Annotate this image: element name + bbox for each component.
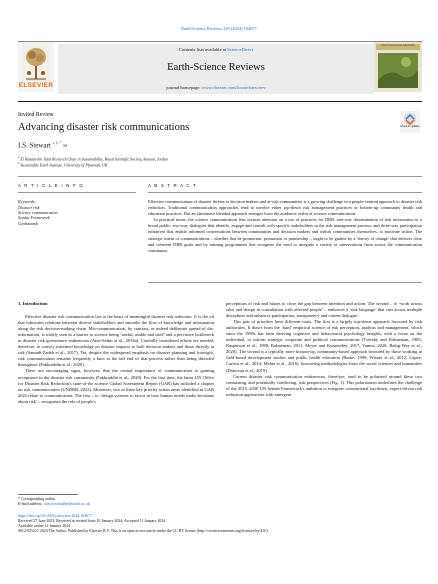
doi-link[interactable]: https://doi.org/10.1016/j.earscirev.2024… (18, 513, 92, 518)
elsevier-tree-icon (23, 45, 49, 81)
keyword: Geohazards (18, 220, 39, 226)
author-line: I.S. Stewart a, b, * ✉ (18, 141, 67, 149)
body-paragraph: This pair of priorities have different r… (226, 319, 422, 373)
available-online: Available online 12 January 2024 (18, 524, 71, 529)
email-line: E-mail address: iain.stewart@plymouth.ac… (18, 502, 418, 507)
sciencedirect-link[interactable]: ScienceDirect (227, 47, 253, 52)
divider (18, 176, 422, 177)
article-info-heading: A R T I C L E I N F O (18, 183, 84, 188)
abstract-paragraph: In practical terms, the science communic… (148, 217, 422, 253)
article-type: Invited Review (18, 112, 54, 118)
body-column-left: 1. Introduction Effective disaster risk … (18, 301, 214, 405)
affiliation-b: b Sustainable Earth Institute, Universit… (18, 161, 108, 168)
corresponding-author-note: * Corresponding author. (18, 497, 56, 501)
body-paragraph: There are encouraging signs, however, th… (18, 368, 214, 404)
crossmark-label: Check for updates (400, 125, 420, 128)
journal-header-box: Contents lists available at ScienceDirec… (58, 44, 374, 94)
homepage-line: journal homepage: www.elsevier.com/locat… (58, 85, 374, 90)
keywords-label: Keywords: (18, 199, 36, 204)
keyword: Disaster risk (18, 205, 40, 210)
header-rule (18, 101, 422, 102)
divider (148, 192, 422, 193)
author-name: I.S. Stewart (18, 141, 51, 150)
contents-prefix: Contents lists available at (179, 47, 227, 52)
affiliation-mark: b (18, 161, 20, 165)
homepage-prefix: journal homepage: (166, 85, 201, 90)
contents-line: Contents lists available at ScienceDirec… (58, 47, 374, 52)
article-title: Advancing disaster risk communications (18, 122, 190, 133)
email-label: E-mail address: (18, 502, 43, 507)
divider (18, 192, 136, 193)
publisher-logo[interactable]: ELSEVIER (18, 42, 54, 92)
journal-cover-thumbnail[interactable] (374, 42, 422, 92)
affiliation-text: El Hassan bin Talal Research Chair in Su… (20, 157, 168, 162)
body-paragraph: Current disaster risk communication ende… (226, 373, 422, 397)
publisher-logo-text: ELSEVIER (18, 82, 54, 89)
footnotes: * Corresponding author. E-mail address: … (18, 497, 418, 535)
keyword: Science communication (18, 210, 58, 216)
affiliation-text: Sustainable Earth Institute, University … (20, 163, 108, 168)
body-column-right: perceptions of risk and biases to close … (226, 301, 422, 398)
crossmark-icon[interactable] (400, 111, 420, 133)
article-history: Received 27 June 2023; Received in revis… (18, 518, 166, 523)
author-email-link[interactable]: iain.stewart@plymouth.ac.uk (43, 502, 90, 507)
license-line: 0012-8252/© 2024 The Author. Published b… (18, 529, 269, 534)
divider (148, 282, 422, 283)
journal-name: Earth-Science Reviews (167, 62, 265, 73)
affiliation-a: a El Hassan bin Talal Research Chair in … (18, 155, 168, 162)
cover-title: EARTH-SCIENCE REVIEWS (381, 44, 415, 47)
email-icon[interactable]: ✉ (63, 144, 68, 150)
journal-citation-link[interactable]: Earth-Science Reviews 249 (2024) 104677 (181, 26, 257, 31)
abstract-body: Effective communication of disaster thre… (148, 199, 422, 254)
abstract-paragraph: Effective communication of disaster thre… (148, 199, 422, 217)
masthead: ELSEVIER Contents lists available at Sci… (18, 41, 422, 98)
body-paragraph: Effective disaster risk communication li… (18, 314, 214, 368)
abstract-heading: A B S T R A C T (148, 183, 197, 188)
author-affiliation-marks[interactable]: a, b, * (52, 141, 62, 145)
journal-homepage-link[interactable]: www.elsevier.com/locate/earscirev (201, 85, 266, 90)
section-heading: 1. Introduction (18, 301, 48, 306)
footnote-rule (18, 494, 78, 495)
body-paragraph: perceptions of risk and biases to close … (226, 301, 422, 319)
keyword: Sendai Framework (18, 215, 50, 221)
